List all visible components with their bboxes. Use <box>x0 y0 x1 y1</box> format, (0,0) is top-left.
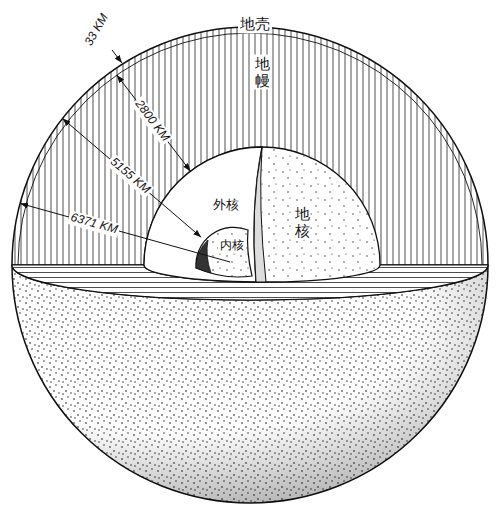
layer-name: 地壳 <box>238 16 272 33</box>
layer-name: 内核 <box>218 239 246 253</box>
layer-name: 地幔 <box>254 55 271 90</box>
lower-hemisphere <box>12 265 488 503</box>
core-sphere <box>144 147 380 282</box>
sphere-shading <box>12 265 488 503</box>
layer-name: 地核 <box>294 205 311 240</box>
core-cut-edge <box>254 147 266 282</box>
dimension-label: 2800 KM <box>131 96 174 146</box>
dimension-label: 33 KM <box>81 10 112 50</box>
dimension-line <box>20 203 230 262</box>
dimension-label: 5155 KM <box>106 154 154 198</box>
layer-name: 外核 <box>211 198 241 213</box>
dimension-line <box>63 118 202 237</box>
dimension-label: 6371 KM <box>67 210 121 237</box>
inner-core <box>196 227 252 277</box>
dimension-arrow <box>112 50 122 63</box>
dimension-line <box>117 75 191 171</box>
outer-core-face <box>144 147 262 282</box>
